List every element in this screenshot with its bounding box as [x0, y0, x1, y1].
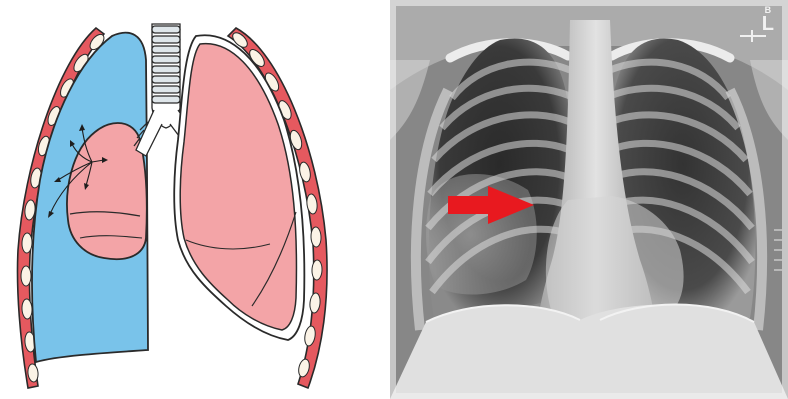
chest-xray: B L — [390, 0, 788, 399]
xray-marker-side: L — [762, 14, 774, 34]
xray-side-marker: B L — [762, 6, 774, 34]
pneumothorax-illustration — [0, 0, 380, 399]
xray-svg — [390, 0, 788, 399]
illustration-svg — [0, 0, 380, 399]
diaphragm — [390, 305, 788, 399]
